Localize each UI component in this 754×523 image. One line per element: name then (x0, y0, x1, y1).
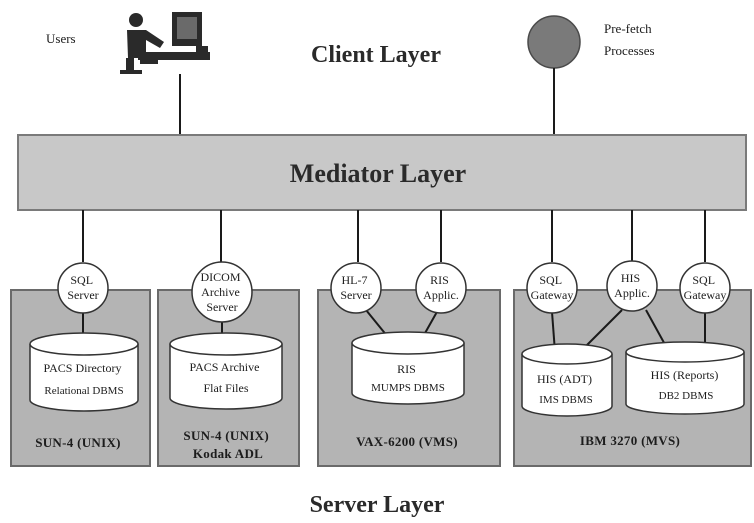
pacs-directory-database (29, 332, 139, 412)
his-reports-label: HIS (Reports) DB2 DBMS (651, 368, 722, 402)
server-layer-title: Server Layer (310, 492, 445, 518)
pacs-directory-label: PACS Directory Relational DBMS (44, 361, 125, 397)
ris-mumps-label: RIS MUMPS DBMS (371, 362, 445, 394)
system-name-sun4: SUN-4 (UNIX) (35, 435, 121, 450)
sql-gateway-node (526, 262, 578, 314)
ris-applic-node (415, 262, 467, 314)
hl7-server-node-label: HL-7 Server (340, 273, 371, 302)
his-applic-node (606, 260, 658, 312)
ris-applic-node-label: RIS Applic. (423, 273, 459, 302)
system-name-ibm: IBM 3270 (MVS) (580, 433, 680, 448)
hl7-server-node (330, 262, 382, 314)
mediator-layer-box (17, 134, 747, 211)
user-terminal-icon (120, 12, 210, 74)
his-applic-node-label: HIS Applic. (614, 271, 650, 300)
sql-server-node (57, 262, 109, 314)
client-layer-title: Client Layer (311, 42, 441, 68)
dicom-archive-server-node-label: DICOM Archive Server (200, 270, 243, 314)
pacs-archive-database (169, 332, 283, 410)
sql-gateway-node (679, 262, 731, 314)
dicom-archive-server-node (191, 261, 253, 323)
ris-mumps-database (351, 331, 465, 405)
system-name-sun4-kodak: SUN-4 (UNIX) Kodak ADL (183, 428, 272, 461)
sql-server-node-label: SQL Server (67, 273, 98, 302)
system-name-vax: VAX-6200 (VMS) (356, 434, 458, 449)
his-adt-database (521, 343, 613, 417)
sql-gateway-node-label: SQL Gateway (531, 273, 574, 302)
sql-gateway-node-label: SQL Gateway (684, 273, 727, 302)
prefetch-label: Pre-fetch Processes (604, 21, 655, 58)
prefetch-processes-icon (527, 15, 581, 69)
users-label: Users (46, 31, 76, 46)
pacs-archive-label: PACS Archive Flat Files (190, 360, 263, 395)
node-db-connector (581, 309, 623, 351)
his-adt-label: HIS (ADT) IMS DBMS (537, 372, 595, 406)
his-reports-database (625, 341, 745, 415)
mediator-layer-title: Mediator Layer (290, 159, 466, 188)
